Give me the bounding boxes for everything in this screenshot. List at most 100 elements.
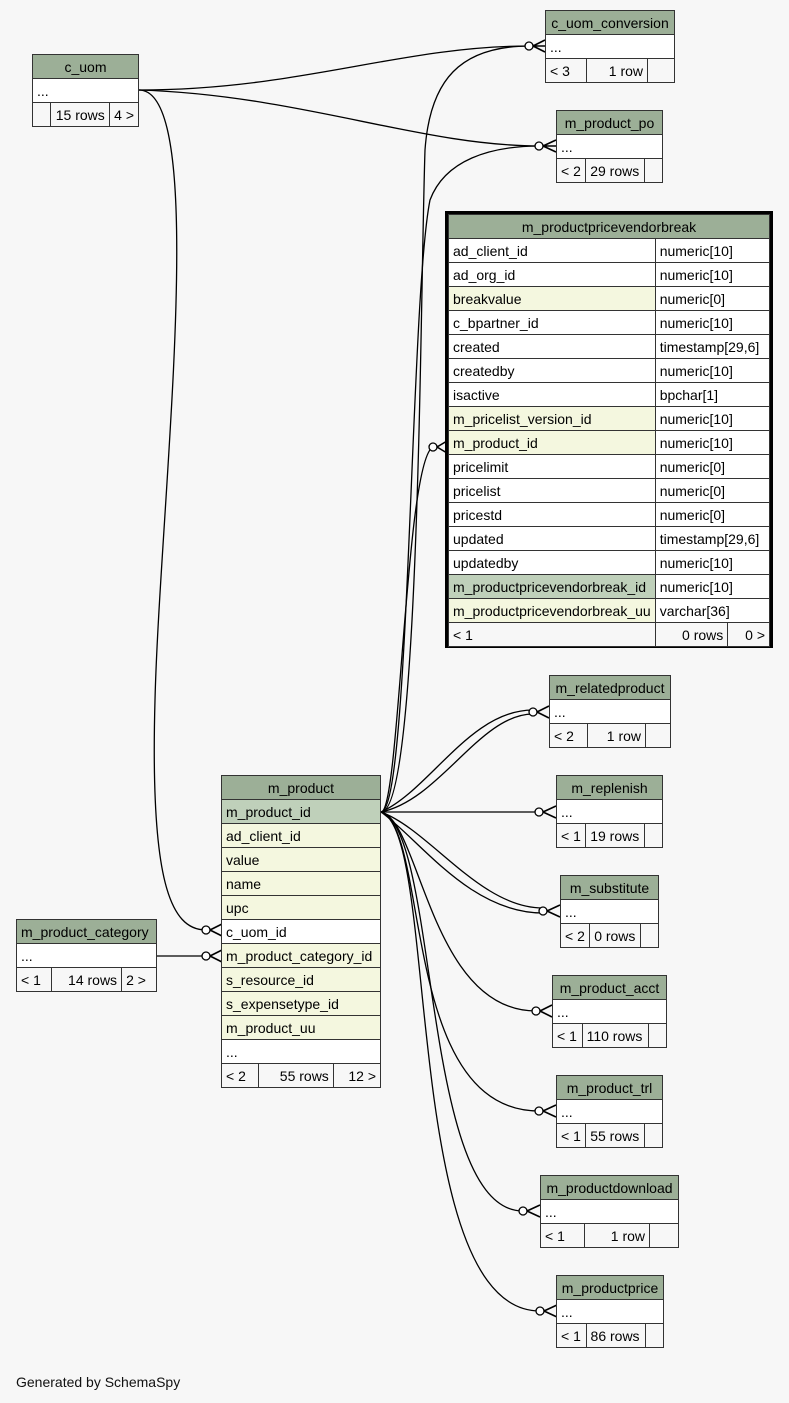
column-row[interactable]: m_product_category_id <box>221 943 381 968</box>
optional-many-icon <box>538 906 548 916</box>
column-row[interactable]: c_uom_id <box>221 919 381 944</box>
column-type: numeric[10] <box>654 574 771 599</box>
children-count <box>644 1123 663 1148</box>
parents-count: < 1 <box>555 823 587 848</box>
more-columns: ... <box>556 1299 664 1324</box>
column-name: value <box>221 847 381 872</box>
column-row[interactable]: value <box>221 847 381 872</box>
column-type: numeric[0] <box>654 454 771 479</box>
table-title[interactable]: m_product <box>221 775 381 800</box>
table-title[interactable]: c_uom <box>32 54 139 79</box>
table-title[interactable]: m_product_trl <box>556 1075 663 1100</box>
generated-by-label: Generated by SchemaSpy <box>16 1374 181 1390</box>
edge-m_product-vendorbreak <box>380 446 434 813</box>
children-count <box>649 1223 679 1248</box>
optional-many-icon <box>524 41 534 51</box>
column-name: isactive <box>448 382 656 407</box>
column-row[interactable]: name <box>221 871 381 896</box>
table-title[interactable]: m_substitute <box>560 875 659 900</box>
optional-many-icon <box>528 707 538 717</box>
more-columns: ... <box>545 34 675 59</box>
column-row[interactable]: upc <box>221 895 381 920</box>
children-count <box>644 823 663 848</box>
table-title[interactable]: m_product_po <box>556 110 663 135</box>
column-name: m_product_id <box>221 799 381 824</box>
column-name: ad_client_id <box>221 823 381 848</box>
table-title[interactable]: m_productpricevendorbreak <box>448 214 770 239</box>
row-count: 110 rows <box>581 1023 650 1048</box>
column-row[interactable]: ad_client_id <box>221 823 381 848</box>
edge-c_uom-m_product <box>138 89 207 931</box>
table-title[interactable]: m_relatedproduct <box>549 675 671 700</box>
children-count <box>645 723 671 748</box>
more-columns: ... <box>549 699 671 724</box>
edge-m_product-download <box>380 811 524 1212</box>
parents-count: < 2 <box>559 923 591 948</box>
column-row[interactable]: m_product_uu <box>221 1015 381 1040</box>
more-columns: ... <box>540 1199 679 1224</box>
edge-c_uom-m_product_po <box>138 89 541 147</box>
table-title[interactable]: m_replenish <box>556 775 663 800</box>
table-title[interactable]: m_product_acct <box>552 975 667 1000</box>
optional-many-icon <box>518 1206 528 1216</box>
column-row[interactable]: s_resource_id <box>221 967 381 992</box>
children-count <box>647 58 675 83</box>
children-count: 4 > <box>108 102 140 127</box>
children-count: 0 > <box>727 622 770 647</box>
optional-many-icon <box>428 442 438 452</box>
table-title[interactable]: m_productdownload <box>540 1175 679 1200</box>
edge-m_product-c_uom_conversion <box>380 45 531 813</box>
column-type: varchar[36] <box>654 598 771 623</box>
optional-many-icon <box>201 951 211 961</box>
column-name: m_pricelist_version_id <box>448 406 656 431</box>
table-title[interactable]: c_uom_conversion <box>545 10 675 35</box>
edge-m_product-substitute-1 <box>380 811 544 909</box>
parents-count: < 1 <box>556 1323 587 1348</box>
column-row[interactable]: s_expensetype_id <box>221 991 381 1016</box>
parents-count: < 2 <box>555 158 587 183</box>
optional-many-icon <box>535 1306 545 1316</box>
more-columns: ... <box>556 134 663 159</box>
edge-m_product-relatedproduct-2 <box>380 713 534 813</box>
more-columns: ... <box>32 78 139 103</box>
table-title[interactable]: m_product_category <box>16 919 157 944</box>
column-name: c_bpartner_id <box>448 310 656 335</box>
more-columns: ... <box>560 899 659 924</box>
edge-m_product-acct <box>380 811 537 1012</box>
column-row[interactable]: m_product_id <box>221 799 381 824</box>
column-name: m_productpricevendorbreak_id <box>448 574 656 599</box>
column-name: ad_client_id <box>448 238 656 263</box>
table-title[interactable]: m_productprice <box>556 1275 664 1300</box>
edge-m_product-productprice <box>380 811 541 1312</box>
parents-count: < 3 <box>545 58 587 83</box>
